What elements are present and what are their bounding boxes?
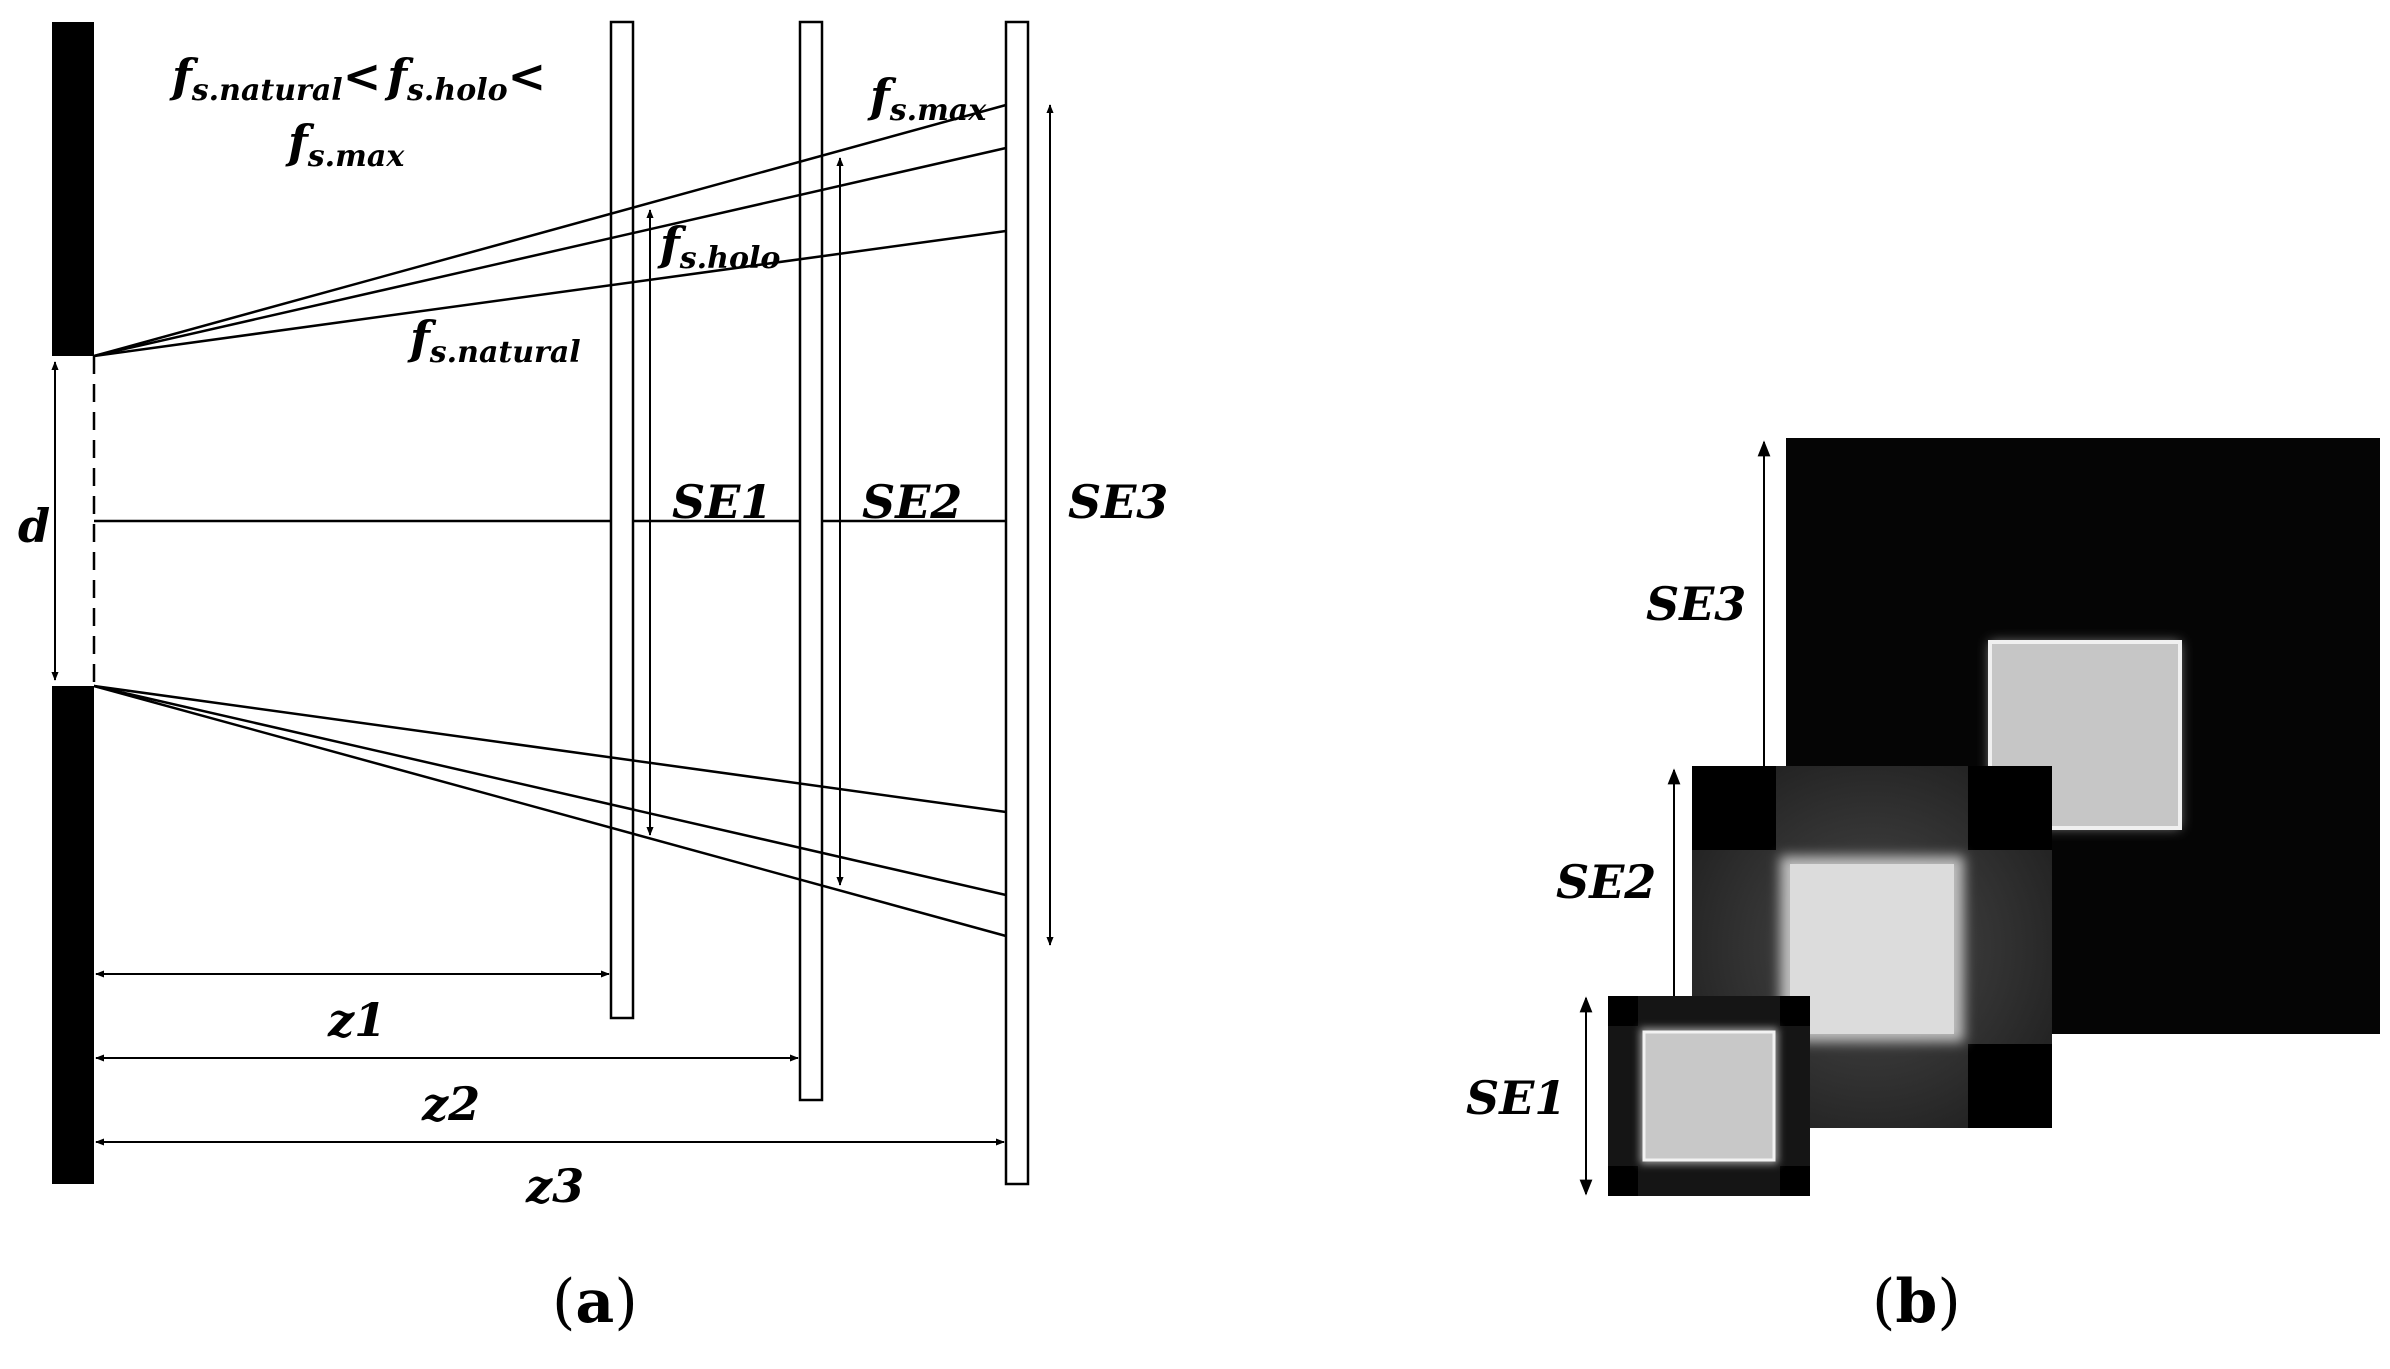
aperture-label: d: [18, 499, 50, 553]
plane-se1: [609, 20, 635, 1020]
ray-max-lower: [93, 684, 1007, 938]
panel-b: SE1 SE2 SE3 (b): [1466, 438, 2380, 1337]
caption-a: (a): [552, 1267, 638, 1337]
ray-holo-lower: [93, 684, 1007, 897]
plane-label-se3: SE3: [1068, 475, 1168, 529]
ray-natural-upper: [93, 229, 1007, 358]
image-label-se3: SE3: [1646, 577, 1746, 631]
image-label-se2: SE2: [1556, 855, 1656, 909]
ray-max-upper: [93, 103, 1007, 358]
distance-label-z2: z2: [421, 1077, 480, 1131]
ray-label-max: fs.max: [867, 69, 987, 128]
plane-label-se1: SE1: [672, 475, 772, 529]
ray-natural-lower: [93, 684, 1007, 814]
inequality-line-1: fs.natural<fs.holo<: [169, 49, 546, 108]
caption-b: (b): [1872, 1267, 1961, 1337]
panel-a: d SE1 SE2 SE3 fs.natural<fs.holo< fs.max: [18, 20, 1168, 1337]
aperture-bottom-bar: [52, 686, 94, 1184]
ray-label-natural: fs.natural: [407, 311, 581, 370]
se1-intensity-image: [1608, 996, 1810, 1196]
aperture-top-bar: [52, 22, 94, 356]
distance-label-z3: z3: [525, 1159, 584, 1213]
plane-label-se2: SE2: [862, 475, 962, 529]
image-label-se1: SE1: [1466, 1071, 1566, 1125]
plane-se2: [798, 20, 824, 1102]
distance-label-z1: z1: [327, 993, 386, 1047]
inequality-line-2: fs.max: [285, 115, 405, 174]
ray-label-holo: fs.holo: [657, 217, 780, 276]
ray-holo-upper: [93, 146, 1007, 358]
plane-se3: [1004, 20, 1030, 1186]
